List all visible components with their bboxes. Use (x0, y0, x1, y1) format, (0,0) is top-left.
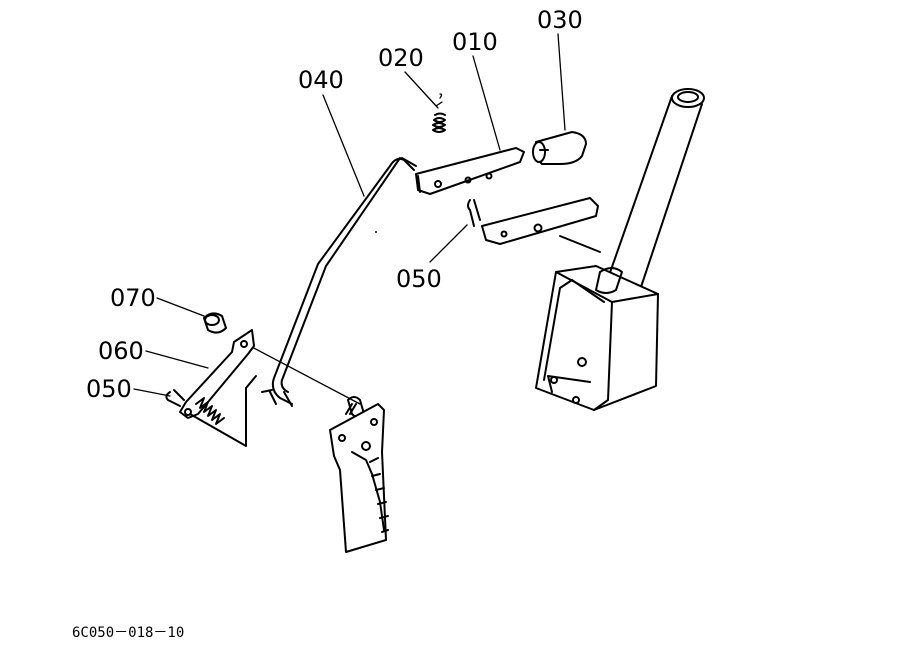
stray-mark (375, 231, 377, 233)
callout-label-060[interactable]: 060 (98, 337, 144, 365)
callout-label-020[interactable]: 020 (378, 44, 424, 72)
gear-quadrant (329, 403, 389, 553)
callout-label-070[interactable]: 070 (110, 284, 156, 312)
pivot-pin (249, 345, 365, 418)
cotter-pin-050-lower (165, 389, 185, 407)
cotter-pin-050-upper (467, 199, 481, 227)
rod-040 (261, 157, 417, 407)
spring-020 (432, 93, 446, 133)
bracket-plate (481, 197, 601, 253)
detent-bracket (179, 329, 257, 447)
link-bar-010 (415, 147, 525, 195)
shift-lever-tube (605, 88, 705, 291)
callout-label-050-lower[interactable]: 050 (86, 375, 132, 403)
knob-030 (532, 131, 587, 165)
callout-label-010[interactable]: 010 (452, 28, 498, 56)
callout-label-040[interactable]: 040 (298, 66, 344, 94)
figure-code: 6C050－018－10 (72, 625, 184, 641)
leader-lines (133, 33, 566, 397)
lever-housing (535, 265, 659, 411)
callout-label-050-upper[interactable]: 050 (396, 265, 442, 293)
callout-label-030[interactable]: 030 (537, 6, 583, 34)
nut-070 (203, 312, 227, 334)
